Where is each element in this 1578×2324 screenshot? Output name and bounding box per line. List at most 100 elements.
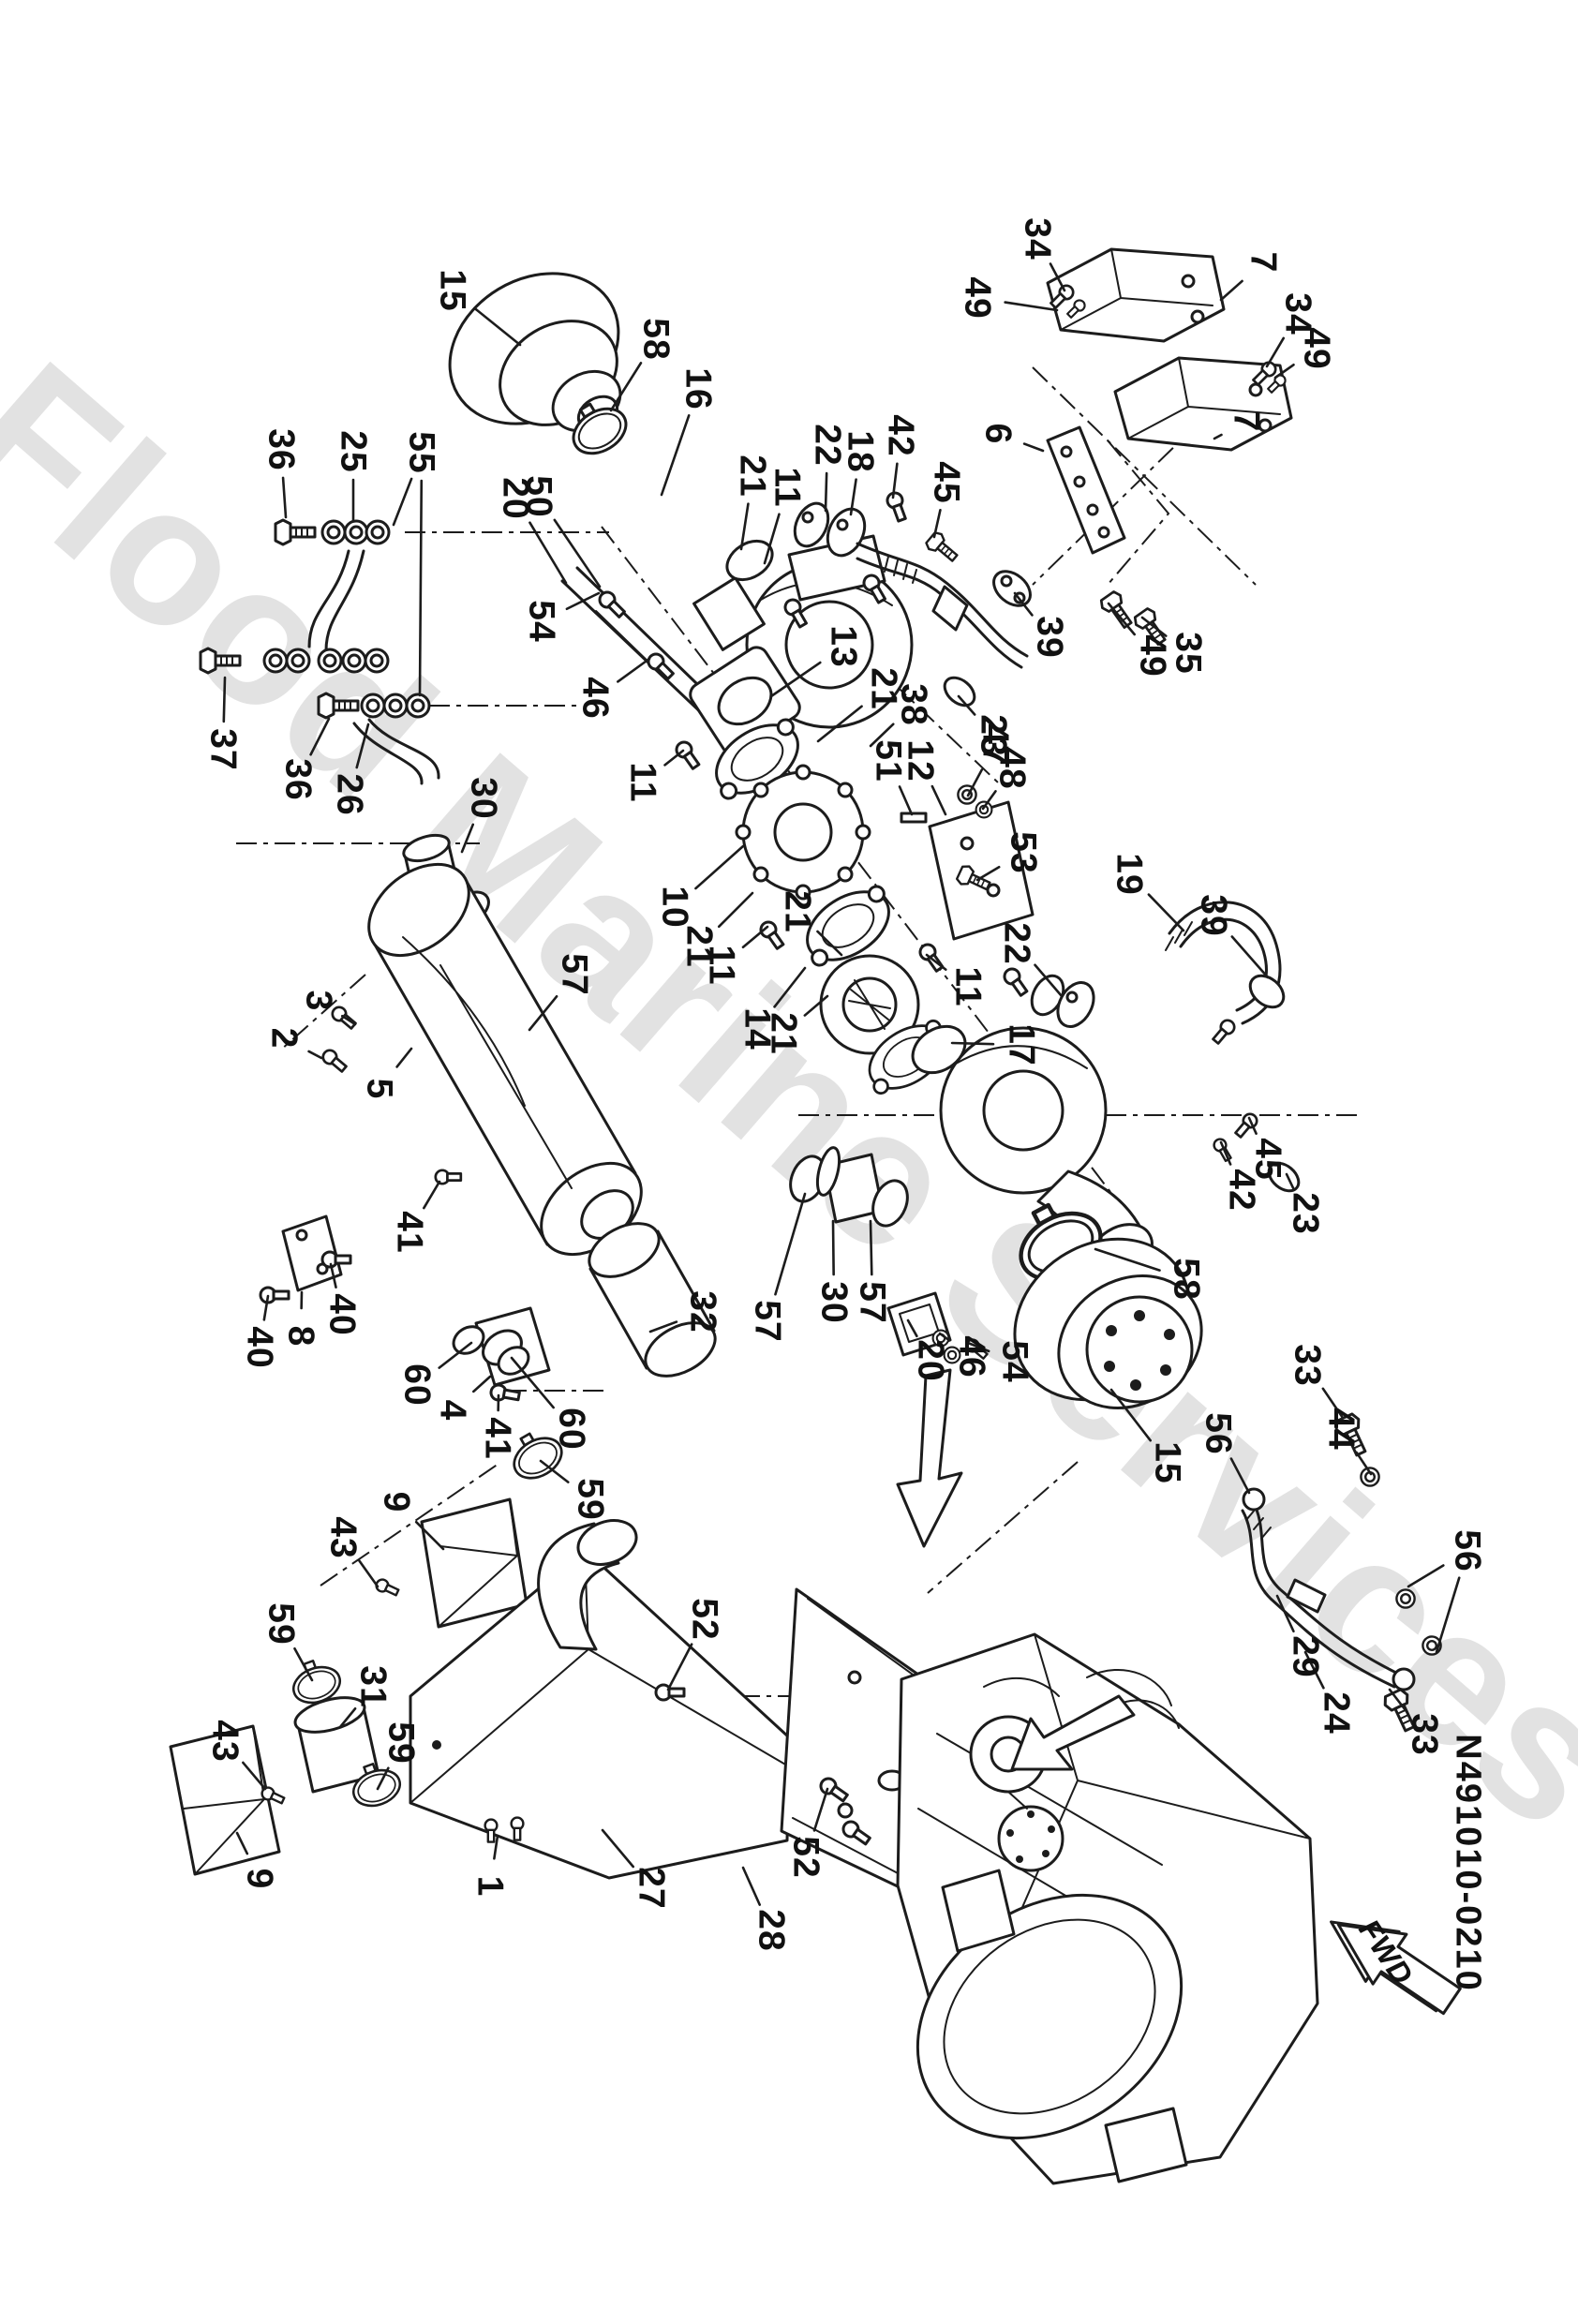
callout-39: 39 (1193, 894, 1234, 937)
flange-10-holes (735, 764, 871, 901)
callout-11: 11 (767, 467, 808, 508)
muffler-27 (409, 1519, 791, 1880)
callout-11: 11 (701, 945, 742, 986)
callout-41: 41 (477, 1417, 518, 1460)
leader-line-43 (242, 1761, 267, 1791)
callout-19: 19 (1109, 853, 1150, 896)
leader-line-23 (957, 694, 976, 716)
coupling-14 (819, 954, 920, 1055)
air-filter-lower (984, 1189, 1203, 1409)
leader-line-36 (309, 717, 331, 756)
engine-bracket-7b (1113, 356, 1293, 452)
leader-line-60 (510, 1356, 555, 1409)
leader-line-59 (539, 1459, 570, 1483)
leader-line-51 (898, 785, 914, 816)
leader-line-38 (869, 723, 895, 748)
callout-4: 4 (432, 1399, 473, 1422)
callout-57: 57 (852, 1281, 893, 1324)
leader-line-58 (1094, 1247, 1161, 1272)
callout-49: 49 (1132, 634, 1173, 678)
leader-line-49 (1273, 363, 1295, 380)
callout-30: 30 (463, 777, 504, 820)
callout-20: 20 (910, 1339, 951, 1382)
callout-23: 23 (973, 714, 1014, 757)
callout-58: 58 (1166, 1258, 1207, 1301)
flange-4 (452, 1306, 551, 1406)
callout-42: 42 (880, 414, 921, 457)
leader-line-43 (358, 1559, 380, 1588)
leader-line-49 (1004, 301, 1059, 312)
leader-line-31 (338, 1706, 357, 1729)
hose-31-group (169, 1653, 407, 1876)
pipe-32 (501, 1222, 717, 1488)
engine-assembly (896, 1632, 1319, 2185)
leader-line-1 (493, 1834, 499, 1860)
leader-line-55 (392, 477, 413, 527)
leader-line-19 (1147, 893, 1185, 932)
callout-6: 6 (977, 423, 1019, 445)
callout-leader-lines (222, 262, 1461, 1906)
leader-line-49 (1107, 602, 1137, 636)
leader-line-48 (981, 790, 997, 811)
leader-line-16 (660, 414, 691, 497)
callout-50: 50 (518, 475, 559, 518)
leader-line-39 (1013, 591, 1034, 617)
callout-39: 39 (1029, 616, 1070, 659)
engine-bracket-7a (1046, 247, 1226, 343)
leader-line-33 (1388, 1688, 1408, 1714)
callout-17: 17 (1001, 1023, 1042, 1066)
leader-line-56 (1407, 1564, 1445, 1588)
callout-23: 23 (1285, 1192, 1326, 1235)
callout-55: 55 (401, 431, 442, 474)
callout-1: 1 (469, 1875, 511, 1898)
callout-36: 36 (277, 758, 319, 801)
leader-line-21 (816, 930, 843, 957)
callout-26: 26 (329, 773, 370, 816)
leader-line-39 (1230, 935, 1270, 979)
leader-line-21 (717, 891, 754, 929)
callout-37: 37 (202, 728, 244, 771)
leader-line-54 (966, 1341, 990, 1353)
callout-52: 52 (785, 1836, 826, 1879)
leader-line-56 (1229, 1457, 1251, 1495)
leader-line-40 (262, 1294, 270, 1321)
leader-line-21 (739, 502, 750, 551)
oil-pipe-24-29 (1241, 1410, 1442, 1736)
callout-7: 7 (1243, 251, 1284, 274)
callout-46: 46 (574, 677, 616, 720)
banjo-bolt-rows (199, 518, 440, 785)
exhaust-flange-stack (672, 646, 1032, 1105)
leader-line-30 (460, 823, 475, 854)
callout-24: 24 (1316, 1691, 1357, 1735)
callout-9: 9 (376, 1491, 417, 1513)
callout-7: 7 (1226, 410, 1267, 433)
callout-2: 2 (263, 1027, 305, 1050)
leader-line-7 (1213, 433, 1223, 440)
leader-line-32 (648, 1320, 678, 1333)
callout-11: 11 (947, 966, 989, 1007)
callout-30: 30 (813, 1281, 855, 1324)
callout-21: 21 (732, 454, 773, 498)
callout-45: 45 (926, 461, 967, 504)
leader-line-2 (307, 1050, 323, 1060)
leader-line-11 (763, 513, 781, 565)
callout-45: 45 (1247, 1138, 1288, 1181)
callout-60: 60 (551, 1408, 592, 1451)
leader-line-42 (891, 462, 899, 499)
leader-line-45 (1247, 1116, 1258, 1135)
hose-row-lower (789, 1146, 909, 1228)
leader-line-20 (528, 521, 568, 585)
leader-line-46 (938, 1332, 951, 1342)
leader-line-34 (1265, 336, 1286, 368)
callout-11: 11 (622, 762, 663, 803)
callout-15: 15 (432, 269, 473, 312)
callout-56: 56 (1198, 1412, 1239, 1455)
callout-32: 32 (682, 1290, 723, 1333)
callout-56: 56 (1447, 1529, 1488, 1572)
callout-35: 35 (1168, 632, 1209, 675)
bracket-12 (900, 784, 1035, 941)
callout-59: 59 (570, 1478, 611, 1521)
leader-line-29 (1275, 1594, 1295, 1633)
leader-line-27 (601, 1828, 635, 1869)
